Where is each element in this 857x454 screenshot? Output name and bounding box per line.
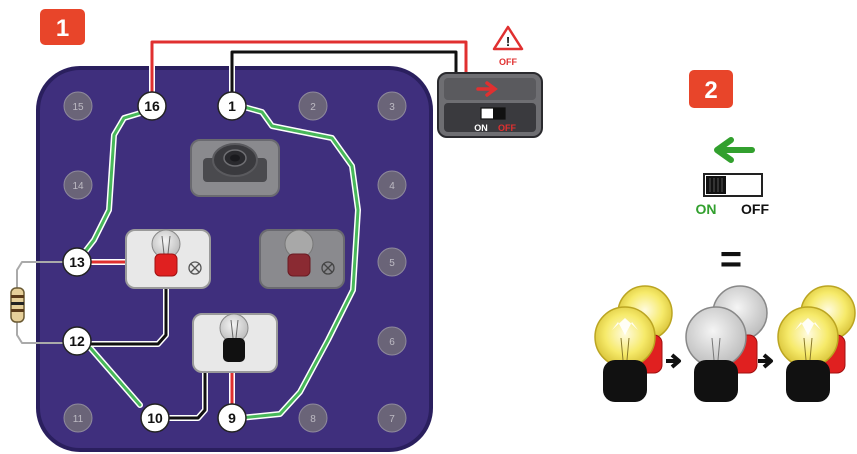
bulb-module [192, 313, 278, 373]
node-4: 4 [377, 170, 407, 200]
step-2-number: 2 [704, 77, 717, 104]
wire-green-1-9 [237, 104, 361, 421]
svg-text:13: 13 [69, 254, 85, 270]
svg-text:9: 9 [228, 410, 236, 426]
node-13: 13 [62, 247, 92, 277]
lamp-pair-both-off [685, 285, 768, 402]
svg-text:7: 7 [389, 414, 395, 425]
wire-green-16-13 [74, 109, 147, 265]
bulb-lit [594, 306, 656, 402]
arrow-left-icon [714, 137, 755, 163]
red-lamp-module-unused [259, 229, 345, 289]
board-switch-on-label: ON [474, 123, 488, 133]
node-11: 11 [63, 403, 93, 433]
wires [16, 39, 469, 421]
node-14: 14 [63, 170, 93, 200]
node-2: 2 [298, 91, 328, 121]
arrow-right-icon [666, 353, 681, 369]
warning-off-label: OFF [499, 57, 517, 67]
buzzer [190, 139, 280, 197]
node-5: 5 [377, 247, 407, 277]
legend-switch-toggle [706, 176, 726, 194]
svg-text:12: 12 [69, 333, 85, 349]
board-switch[interactable]: ON OFF [437, 72, 543, 138]
wire-green-12-10 [83, 340, 143, 408]
legend-on-label: ON [696, 201, 717, 217]
svg-text:14: 14 [72, 181, 84, 192]
red-lamp-module [125, 229, 211, 289]
node-1: 1 [217, 91, 247, 121]
step-1-badge: 1 [40, 9, 85, 45]
wire-red-16-switch [149, 39, 469, 107]
wire-black-10-bulb [165, 369, 208, 421]
svg-text:1: 1 [228, 98, 236, 114]
wire-black-1-switch [229, 49, 459, 107]
svg-text:11: 11 [73, 414, 84, 425]
node-16: 16 [137, 91, 167, 121]
lamp-pair-both-on [594, 285, 673, 402]
step-1-number: 1 [56, 15, 69, 42]
svg-text:10: 10 [147, 410, 163, 426]
node-7: 7 [377, 403, 407, 433]
legend-off-label: OFF [741, 201, 769, 217]
node-10: 10 [140, 403, 170, 433]
svg-text:8: 8 [310, 414, 316, 425]
node-12: 12 [62, 326, 92, 356]
svg-text:3: 3 [389, 102, 395, 113]
wire-black-lamp-12 [87, 285, 169, 347]
node-15: 15 [63, 91, 93, 121]
svg-text:6: 6 [389, 337, 395, 348]
bulb-off [685, 306, 747, 402]
board-switch-off-label: OFF [498, 123, 516, 133]
svg-text:!: ! [506, 34, 510, 49]
arrow-right-icon [476, 81, 498, 97]
node-6: 6 [377, 326, 407, 356]
svg-text:5: 5 [389, 258, 395, 269]
resistor [10, 287, 25, 323]
lamp-x-icon [188, 261, 202, 275]
dim-nodes: 15 2 3 14 4 5 6 11 8 7 [63, 91, 407, 433]
svg-text:16: 16 [144, 98, 160, 114]
arrow-right-icon [758, 353, 773, 369]
svg-text:2: 2 [310, 102, 316, 113]
warning-triangle-icon [492, 25, 524, 51]
bulb-lit [777, 306, 839, 402]
node-9: 9 [217, 403, 247, 433]
lamp-x-icon [321, 261, 335, 275]
step-2-badge: 2 [689, 70, 733, 108]
active-nodes: 16 1 13 12 10 9 [62, 91, 247, 433]
svg-text:15: 15 [72, 102, 84, 113]
node-8: 8 [298, 403, 328, 433]
svg-text:4: 4 [389, 181, 395, 192]
equals-sign: = [720, 239, 742, 281]
warning-sign: ! OFF [492, 25, 524, 67]
node-3: 3 [377, 91, 407, 121]
legend-switch: ON OFF = [696, 137, 769, 281]
lamp-pair-both-on-again [777, 285, 856, 402]
